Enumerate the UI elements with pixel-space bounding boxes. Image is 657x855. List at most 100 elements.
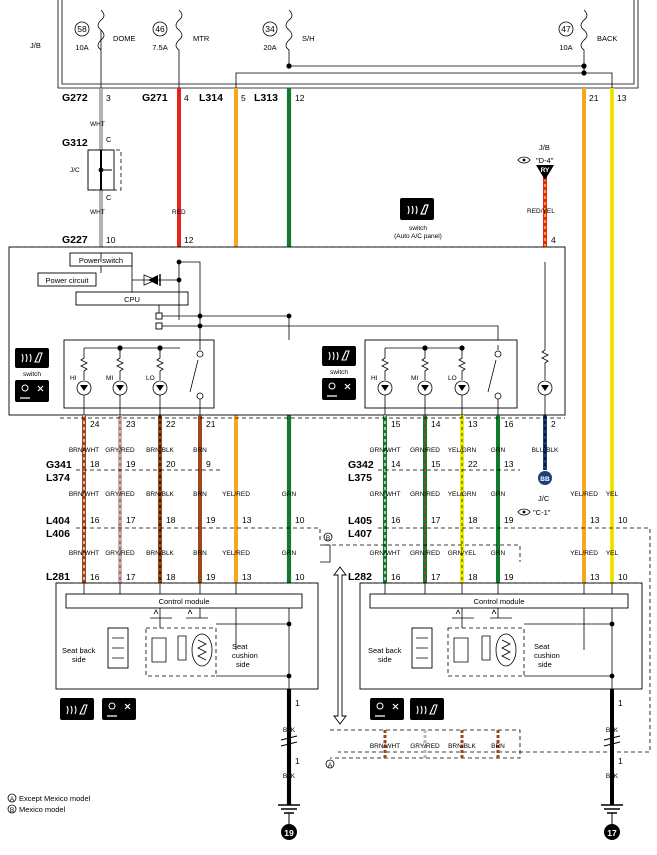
svg-text:HI: HI bbox=[70, 375, 77, 382]
jc-c1: BB J/C "C-1" bbox=[517, 471, 552, 517]
svg-text:Except Mexico model: Except Mexico model bbox=[19, 794, 91, 803]
svg-text:10A: 10A bbox=[559, 43, 572, 52]
svg-text:18: 18 bbox=[166, 572, 176, 582]
svg-text:L314: L314 bbox=[199, 92, 223, 104]
svg-text:19: 19 bbox=[284, 828, 294, 838]
svg-text:18: 18 bbox=[166, 515, 176, 525]
svg-text:19: 19 bbox=[504, 572, 514, 582]
svg-text:18: 18 bbox=[468, 515, 478, 525]
svg-text:(Auto A/C panel): (Auto A/C panel) bbox=[394, 233, 442, 240]
svg-text:17: 17 bbox=[431, 572, 441, 582]
svg-text:Control module: Control module bbox=[474, 597, 525, 606]
svg-text:BLK: BLK bbox=[283, 727, 296, 734]
svg-text:L404: L404 bbox=[46, 515, 70, 527]
fuse-back: 47 10A BACK bbox=[558, 9, 617, 73]
svg-text:YEL/RED: YEL/RED bbox=[570, 550, 598, 557]
svg-text:17: 17 bbox=[431, 515, 441, 525]
svg-text:BRN/WHT: BRN/WHT bbox=[69, 491, 99, 498]
svg-text:Seat: Seat bbox=[232, 642, 248, 651]
svg-text:side: side bbox=[236, 660, 250, 669]
jc-g312: G312 WHT C J/C C WHT bbox=[62, 121, 122, 216]
svg-text:1: 1 bbox=[295, 698, 300, 708]
svg-text:BRN: BRN bbox=[193, 491, 207, 498]
svg-text:side: side bbox=[378, 655, 392, 664]
svg-text:BLK: BLK bbox=[606, 773, 619, 780]
svg-text:16: 16 bbox=[391, 572, 401, 582]
svg-text:RED/YEL: RED/YEL bbox=[527, 208, 555, 215]
svg-text:G342: G342 bbox=[348, 459, 374, 471]
svg-text:A: A bbox=[10, 796, 15, 803]
fuse-sh: 34 20A S/H bbox=[262, 9, 315, 66]
svg-text:7.5A: 7.5A bbox=[152, 43, 167, 52]
svg-text:side: side bbox=[72, 655, 86, 664]
svg-text:BRN: BRN bbox=[193, 550, 207, 557]
wire-labels-row1: BRN/WHT GRY/RED BRN/BLK BRN GRN/WHT GRN/… bbox=[69, 447, 559, 454]
svg-text:GRN: GRN bbox=[491, 550, 506, 557]
seat-heater-switch-icon: switch (Auto A/C panel) bbox=[394, 198, 442, 240]
svg-text:10: 10 bbox=[618, 572, 628, 582]
svg-text:Seat: Seat bbox=[534, 642, 550, 651]
svg-text:YEL/GRN: YEL/GRN bbox=[448, 447, 477, 454]
jb-ref-d4: J/B "D-4" RY RED/YEL bbox=[517, 143, 555, 215]
svg-text:C: C bbox=[106, 135, 112, 144]
seat-heater-left: Control module Seat back side Seat cushi… bbox=[55, 582, 319, 720]
svg-text:1: 1 bbox=[295, 756, 300, 766]
svg-text:13: 13 bbox=[617, 93, 627, 103]
svg-text:12: 12 bbox=[295, 93, 305, 103]
svg-text:YEL/GRN: YEL/GRN bbox=[448, 491, 477, 498]
connector-g342: G342 L375 14 15 22 13 bbox=[348, 459, 520, 484]
svg-text:Control module: Control module bbox=[159, 597, 210, 606]
svg-text:19: 19 bbox=[206, 515, 216, 525]
top-connector-row: G272 3 G271 4 L314 5 L313 12 21 13 bbox=[62, 92, 627, 104]
svg-text:12: 12 bbox=[184, 235, 194, 245]
svg-text:23: 23 bbox=[126, 419, 136, 429]
svg-text:cushion: cushion bbox=[232, 651, 258, 660]
svg-text:B: B bbox=[10, 807, 14, 814]
svg-text:10: 10 bbox=[106, 235, 116, 245]
connector-l405: L405 L407 16 17 18 19 13 10 bbox=[338, 515, 651, 753]
svg-text:17: 17 bbox=[126, 572, 136, 582]
svg-text:BB: BB bbox=[540, 476, 550, 483]
ground-right: 1 BLK 1 BLK 17 bbox=[601, 689, 623, 840]
svg-text:GRN: GRN bbox=[491, 447, 506, 454]
svg-text:GRN/YEL: GRN/YEL bbox=[448, 550, 477, 557]
connector-g227: G227 10 12 4 bbox=[62, 234, 556, 246]
svg-text:side: side bbox=[538, 660, 552, 669]
svg-text:21: 21 bbox=[589, 93, 599, 103]
svg-text:5: 5 bbox=[241, 93, 246, 103]
svg-text:2: 2 bbox=[551, 419, 556, 429]
svg-text:G272: G272 bbox=[62, 92, 88, 104]
svg-text:GRN/RED: GRN/RED bbox=[410, 550, 440, 557]
svg-text:BRN/WHT: BRN/WHT bbox=[69, 447, 99, 454]
svg-text:Power circuit: Power circuit bbox=[46, 276, 90, 285]
svg-text:WHT: WHT bbox=[90, 121, 105, 128]
svg-text:LO: LO bbox=[146, 375, 155, 382]
svg-text:10: 10 bbox=[295, 572, 305, 582]
svg-text:L282: L282 bbox=[348, 571, 372, 583]
svg-text:18: 18 bbox=[90, 459, 100, 469]
svg-text:13: 13 bbox=[504, 459, 514, 469]
svg-text:YEL/RED: YEL/RED bbox=[222, 491, 250, 498]
fuse-mtr: 46 7.5A MTR bbox=[152, 9, 210, 88]
svg-text:GRN/WHT: GRN/WHT bbox=[369, 491, 400, 498]
svg-text:GRN: GRN bbox=[282, 550, 297, 557]
jb-label: J/B bbox=[30, 41, 41, 50]
svg-text:B: B bbox=[326, 535, 330, 542]
svg-text:16: 16 bbox=[90, 515, 100, 525]
svg-text:MTR: MTR bbox=[193, 34, 210, 43]
wire-label-red: RED bbox=[172, 209, 186, 216]
svg-text:19: 19 bbox=[206, 572, 216, 582]
svg-text:58: 58 bbox=[77, 24, 87, 34]
svg-text:"C-1": "C-1" bbox=[533, 508, 551, 517]
svg-text:DOME: DOME bbox=[113, 34, 136, 43]
svg-text:22: 22 bbox=[166, 419, 176, 429]
svg-text:BRN: BRN bbox=[193, 447, 207, 454]
svg-text:J/C: J/C bbox=[538, 494, 550, 503]
svg-text:16: 16 bbox=[391, 515, 401, 525]
svg-text:13: 13 bbox=[242, 515, 252, 525]
svg-text:GRY/RED: GRY/RED bbox=[105, 447, 135, 454]
svg-text:BLK: BLK bbox=[283, 773, 296, 780]
svg-text:Mexico model: Mexico model bbox=[19, 805, 66, 814]
legend: A Except Mexico model B Mexico model bbox=[7, 793, 91, 814]
svg-text:GRN/RED: GRN/RED bbox=[410, 447, 440, 454]
